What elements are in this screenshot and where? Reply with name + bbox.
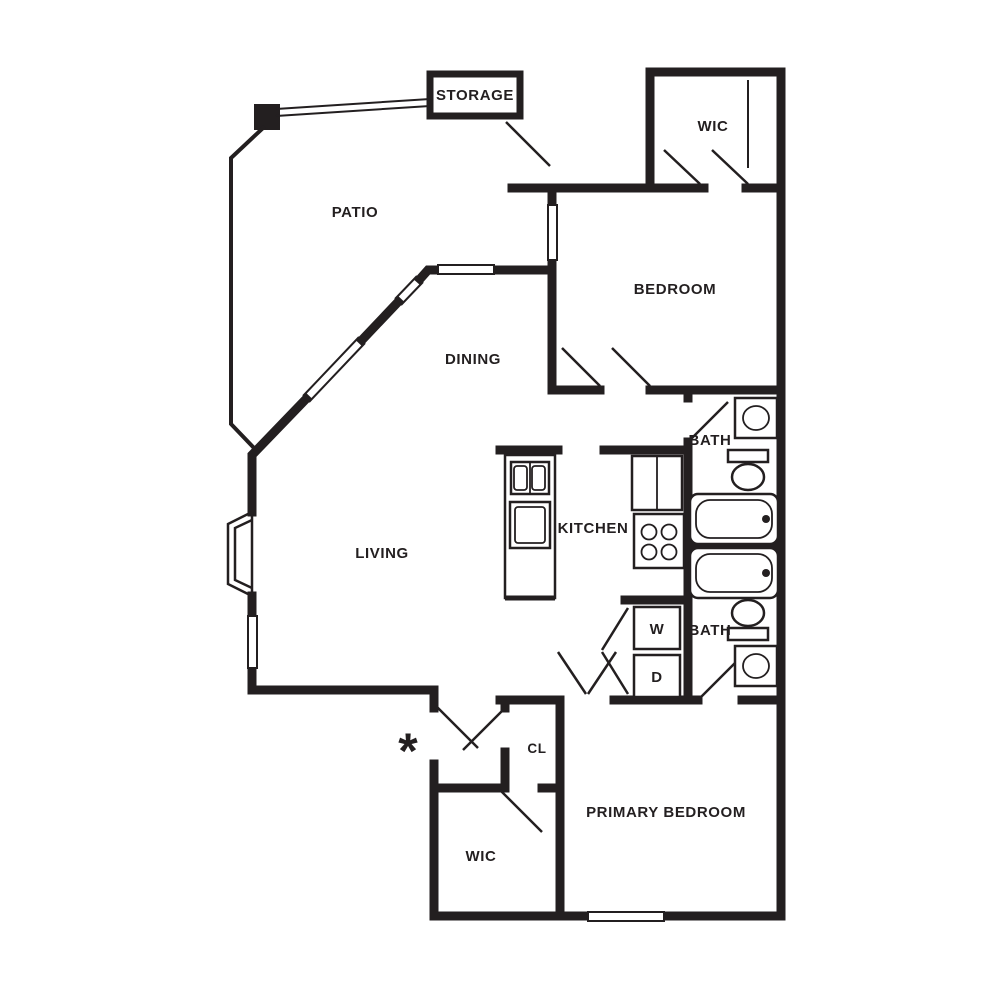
toilet-tank bbox=[726, 448, 770, 464]
laundry-bifold-door bbox=[600, 607, 630, 695]
burner bbox=[640, 523, 658, 541]
room-labels: STORAGE WIC PATIO BEDROOM DINING BATH KI… bbox=[332, 87, 746, 865]
bedroom-door bbox=[561, 347, 651, 387]
entry-marker-asterisk: * bbox=[398, 723, 418, 779]
washer-label: W bbox=[650, 621, 665, 638]
wic-lower-door bbox=[499, 789, 543, 833]
living-window bbox=[247, 615, 258, 669]
bedroom-window bbox=[547, 204, 558, 261]
toilet-tank bbox=[726, 626, 770, 642]
vanity-sink bbox=[733, 644, 779, 688]
kitchen-fixtures bbox=[503, 453, 686, 601]
burner bbox=[660, 523, 678, 541]
dining-window bbox=[437, 264, 495, 275]
kitchen-sink-basin-right bbox=[531, 465, 546, 491]
burner bbox=[640, 543, 658, 561]
bath-upper-fixtures bbox=[688, 396, 780, 546]
storage-door bbox=[505, 121, 551, 167]
toilet-bowl bbox=[730, 462, 766, 492]
kitchen-sink-basin-left bbox=[513, 465, 528, 491]
room-label-bedroom: BEDROOM bbox=[634, 281, 717, 298]
cooktop bbox=[632, 512, 686, 570]
tub-faucet bbox=[762, 515, 770, 523]
dryer-label: D bbox=[651, 669, 662, 686]
door-swings bbox=[435, 80, 749, 833]
patio-sliding-door bbox=[302, 275, 424, 403]
patio-post bbox=[254, 104, 280, 130]
closet-door bbox=[462, 709, 504, 751]
room-label-primary-bedroom: PRIMARY BEDROOM bbox=[586, 804, 746, 821]
bath-lower-door bbox=[699, 657, 741, 699]
laundry-units bbox=[632, 605, 682, 699]
room-label-closet: CL bbox=[527, 741, 546, 756]
room-label-bath-lower: BATH bbox=[689, 622, 732, 639]
room-label-living: LIVING bbox=[355, 545, 409, 562]
primary-bedroom-window bbox=[587, 911, 665, 922]
burner bbox=[660, 543, 678, 561]
room-label-patio: PATIO bbox=[332, 204, 379, 221]
windows bbox=[226, 204, 665, 922]
room-label-kitchen: KITCHEN bbox=[558, 520, 629, 537]
bathtub bbox=[688, 546, 780, 600]
bath-upper-door bbox=[689, 401, 729, 441]
patio-railing bbox=[229, 98, 431, 452]
room-label-dining: DINING bbox=[445, 351, 501, 368]
walls bbox=[247, 67, 786, 921]
vanity-sink bbox=[733, 396, 779, 440]
toilet-bowl bbox=[730, 598, 766, 628]
dishwasher bbox=[508, 500, 552, 550]
tub-faucet bbox=[762, 569, 770, 577]
room-label-wic-upper: WIC bbox=[698, 118, 729, 135]
dryer-box bbox=[632, 653, 682, 699]
washer-box bbox=[632, 605, 682, 651]
room-label-storage: STORAGE bbox=[436, 87, 514, 104]
bathtub bbox=[688, 492, 780, 546]
room-label-wic-lower: WIC bbox=[466, 848, 497, 865]
storage-closet-walls bbox=[426, 70, 524, 120]
room-label-bath-upper: BATH bbox=[689, 432, 732, 449]
wic-upper-door bbox=[663, 149, 749, 185]
bath-lower-fixtures bbox=[688, 546, 780, 688]
bay-window bbox=[226, 510, 254, 598]
primary-bedroom-door bbox=[556, 651, 618, 695]
